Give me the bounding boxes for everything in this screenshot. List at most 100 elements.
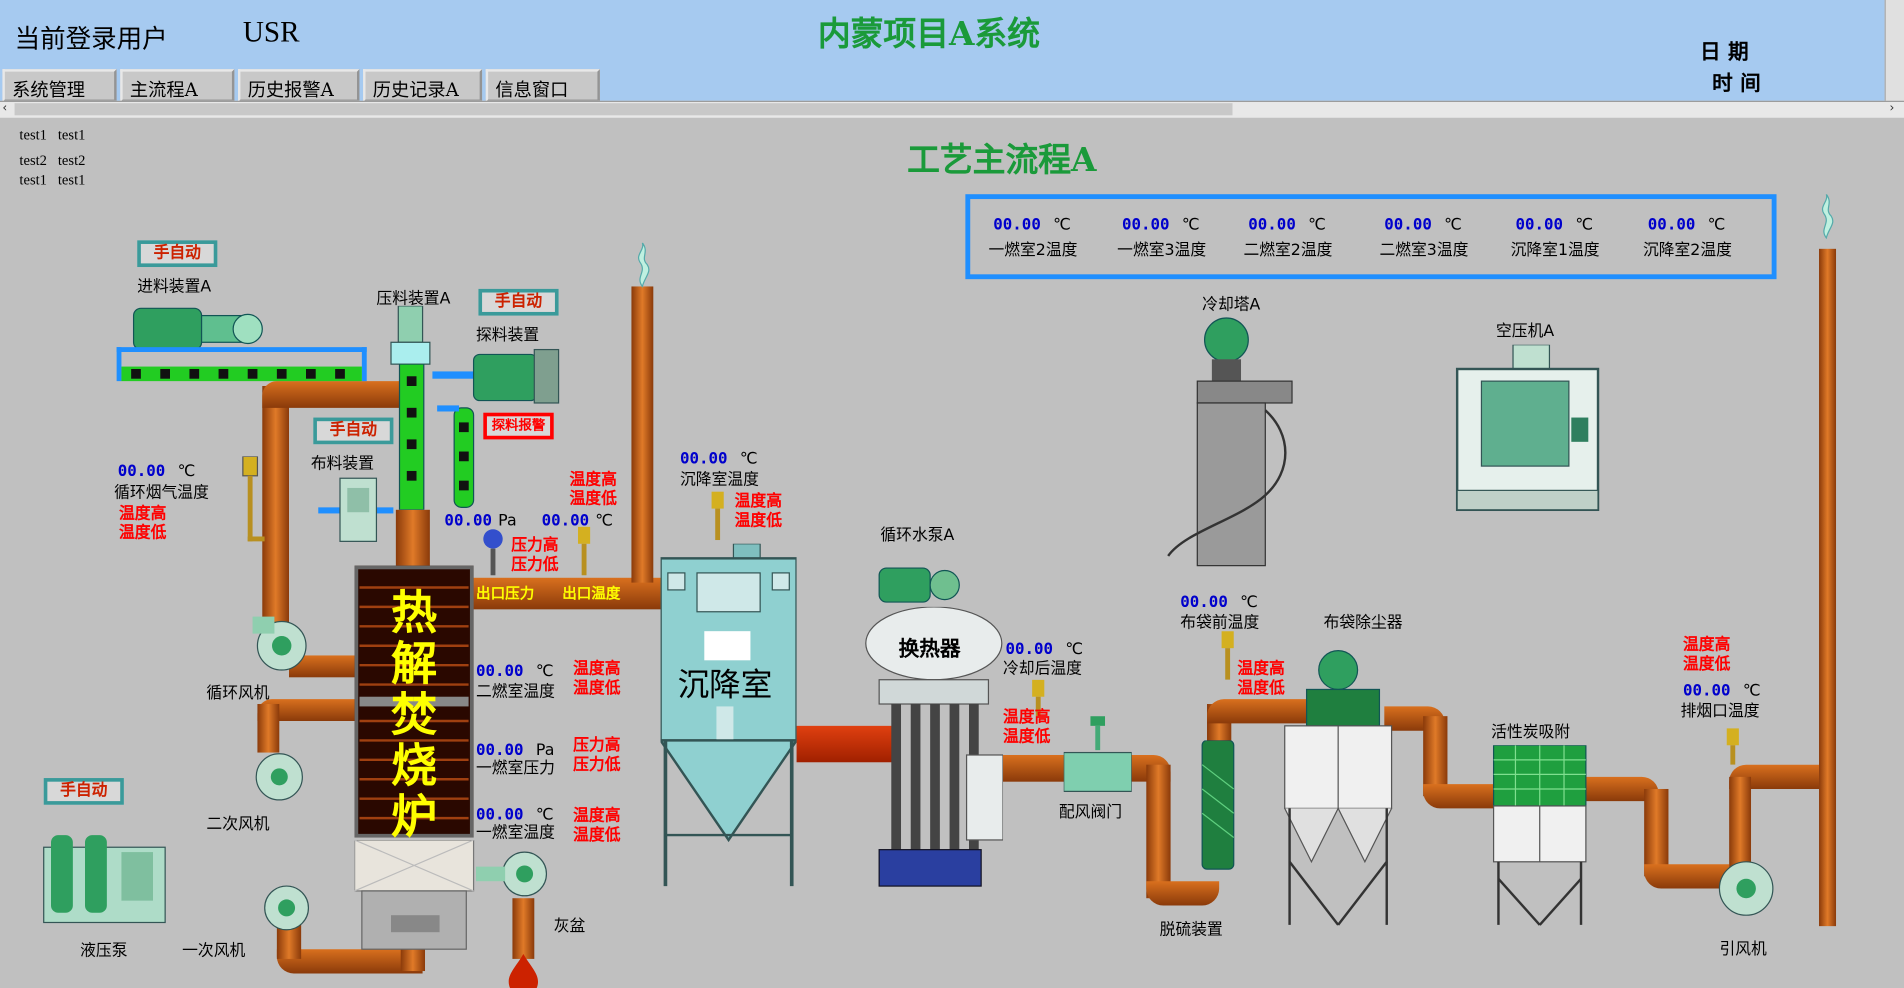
sec-chamber-temp-reading: 00.00 ℃ <box>476 662 554 681</box>
transition-duct <box>796 725 894 763</box>
temp-high-alarm: 温度高 <box>573 660 621 679</box>
tab-record-history[interactable]: 历史记录A <box>363 69 483 102</box>
settle-temp-reading: 00.00 ℃ <box>680 450 758 469</box>
press-icon[interactable] <box>389 305 433 367</box>
chimney <box>1819 248 1837 927</box>
furnace-base-icon <box>354 839 475 950</box>
pressure-gauge-icon <box>483 529 503 576</box>
smoke-icon <box>638 242 650 288</box>
temp-high-alarm: 温度高 <box>1237 660 1285 679</box>
temp-reading: 00.00 ℃ <box>1384 216 1462 235</box>
secondary-fan-icon[interactable] <box>250 743 308 806</box>
pri-chamber-temp-reading: 00.00 ℃ <box>476 805 554 825</box>
pipe <box>257 704 280 753</box>
circ-pump-label: 循环水泵A <box>880 526 955 545</box>
bag-front-temp-reading: 00.00 ℃ <box>1180 593 1258 612</box>
pipe <box>1146 764 1171 899</box>
press-label: 压料装置A <box>376 290 451 309</box>
system-title: 内蒙项目A系统 <box>817 15 1041 54</box>
pipe <box>1146 881 1220 906</box>
probe-auto-button[interactable]: 手自动 <box>478 288 559 316</box>
scroll-right-icon[interactable]: › <box>1889 101 1895 116</box>
settling-chamber-icon[interactable] <box>660 543 797 891</box>
after-cool-temp-reading: 00.00 ℃ <box>1005 640 1084 660</box>
pipe <box>1644 864 1730 889</box>
bag-filter-icon[interactable] <box>1280 648 1397 927</box>
induced-fan-icon[interactable] <box>1715 852 1781 922</box>
log-line: test1 test1 <box>19 171 86 189</box>
tab-system-management[interactable]: 系统管理 <box>2 69 117 102</box>
pipe <box>1423 784 1499 809</box>
press-high-alarm: 压力高 <box>511 536 559 555</box>
scrollbar-thumb[interactable] <box>14 103 1233 116</box>
probe-alarm-indicator[interactable]: 探料报警 <box>483 412 554 440</box>
air-compressor-label: 空压机A <box>1496 322 1555 342</box>
feed-column-icon <box>398 364 425 510</box>
pri-chamber-pressure-label: 一燃室压力 <box>476 759 555 779</box>
heat-exchanger-label: 换热器 <box>898 637 961 662</box>
carbon-adsorb-icon[interactable] <box>1491 745 1588 927</box>
probe-motor-icon[interactable] <box>432 345 566 515</box>
pri-chamber-temp-label: 一燃室温度 <box>476 824 555 843</box>
circ-gas-temp-label: 循环烟气温度 <box>114 484 209 503</box>
temp-label: 沉降室1温度 <box>1510 241 1600 260</box>
tab-info-window[interactable]: 信息窗口 <box>485 69 600 102</box>
distributor-label: 布料装置 <box>310 455 375 474</box>
after-cool-temp-label: 冷却后温度 <box>1003 660 1082 679</box>
pipe <box>289 655 362 678</box>
distributor-icon[interactable] <box>318 473 394 546</box>
primary-fan-icon[interactable] <box>257 881 313 939</box>
desulfur-icon[interactable] <box>1200 740 1236 871</box>
temp-label: 沉降室2温度 <box>1642 241 1732 260</box>
tab-main-flow[interactable]: 主流程A <box>120 69 235 102</box>
circ-pump-icon[interactable] <box>877 561 964 610</box>
air-compressor-icon[interactable] <box>1455 344 1601 525</box>
scroll-left-icon[interactable]: ‹ <box>2 101 8 116</box>
probe-label: 探料装置 <box>476 326 540 345</box>
thermometer-icon <box>242 456 265 542</box>
smoke-icon <box>1821 194 1834 240</box>
ash-fan-icon[interactable] <box>476 845 554 908</box>
temp-low-alarm: 温度低 <box>1237 679 1285 698</box>
distributor-auto-button[interactable]: 手自动 <box>313 417 394 445</box>
temp-label: 二燃室2温度 <box>1243 241 1333 260</box>
ash-tray-label: 灰盆 <box>553 917 586 936</box>
stack-pipe <box>631 286 654 583</box>
heat-exchanger-icon[interactable] <box>865 606 1004 891</box>
outlet-temp-label: 出口温度 <box>562 585 621 603</box>
air-valve-label: 配风阀门 <box>1058 803 1123 822</box>
feeder-icon[interactable] <box>116 299 372 384</box>
pipe <box>1207 699 1317 724</box>
carbon-adsorb-label: 活性炭吸附 <box>1491 723 1571 742</box>
outlet-temp-reading: 00.00 ℃ <box>541 512 614 531</box>
temp-low-alarm: 温度低 <box>734 512 783 531</box>
temperature-panel <box>965 194 1777 280</box>
feeder-label: 进料装置A <box>137 277 212 297</box>
thermometer-icon <box>711 491 724 541</box>
pipe <box>262 381 409 408</box>
vertical-scrollbar[interactable] <box>1884 0 1904 102</box>
log-line: test2 test2 <box>19 151 86 169</box>
temp-reading: 00.00 ℃ <box>993 216 1071 235</box>
furnace-label: 热解焚烧炉 <box>390 585 438 844</box>
settling-chamber-label: 沉降室 <box>677 667 773 705</box>
temp-reading: 00.00 ℃ <box>1122 216 1200 235</box>
settle-temp-label: 沉降室温度 <box>680 470 759 490</box>
circ-fan-icon[interactable] <box>248 614 311 677</box>
hydraulic-auto-button[interactable]: 手自动 <box>43 778 124 805</box>
pipe <box>512 898 535 959</box>
pipe <box>1423 716 1448 797</box>
temp-low-alarm: 温度低 <box>573 679 621 698</box>
hydraulic-pump-icon[interactable] <box>41 811 167 928</box>
tab-alarm-history[interactable]: 历史报警A <box>238 69 360 102</box>
temp-high-alarm: 温度高 <box>1003 708 1051 728</box>
temp-low-alarm: 温度低 <box>119 524 167 543</box>
air-valve-icon[interactable] <box>1063 716 1132 794</box>
cooling-tower-icon[interactable] <box>1161 313 1299 568</box>
outlet-pressure-reading: 00.00 Pa <box>444 512 517 531</box>
temp-low-alarm: 温度低 <box>1683 655 1731 674</box>
feeder-auto-button[interactable]: 手自动 <box>137 240 218 268</box>
thermometer-icon <box>1032 679 1045 717</box>
pipe <box>257 699 362 721</box>
temp-label: 一燃室3温度 <box>1117 241 1207 260</box>
